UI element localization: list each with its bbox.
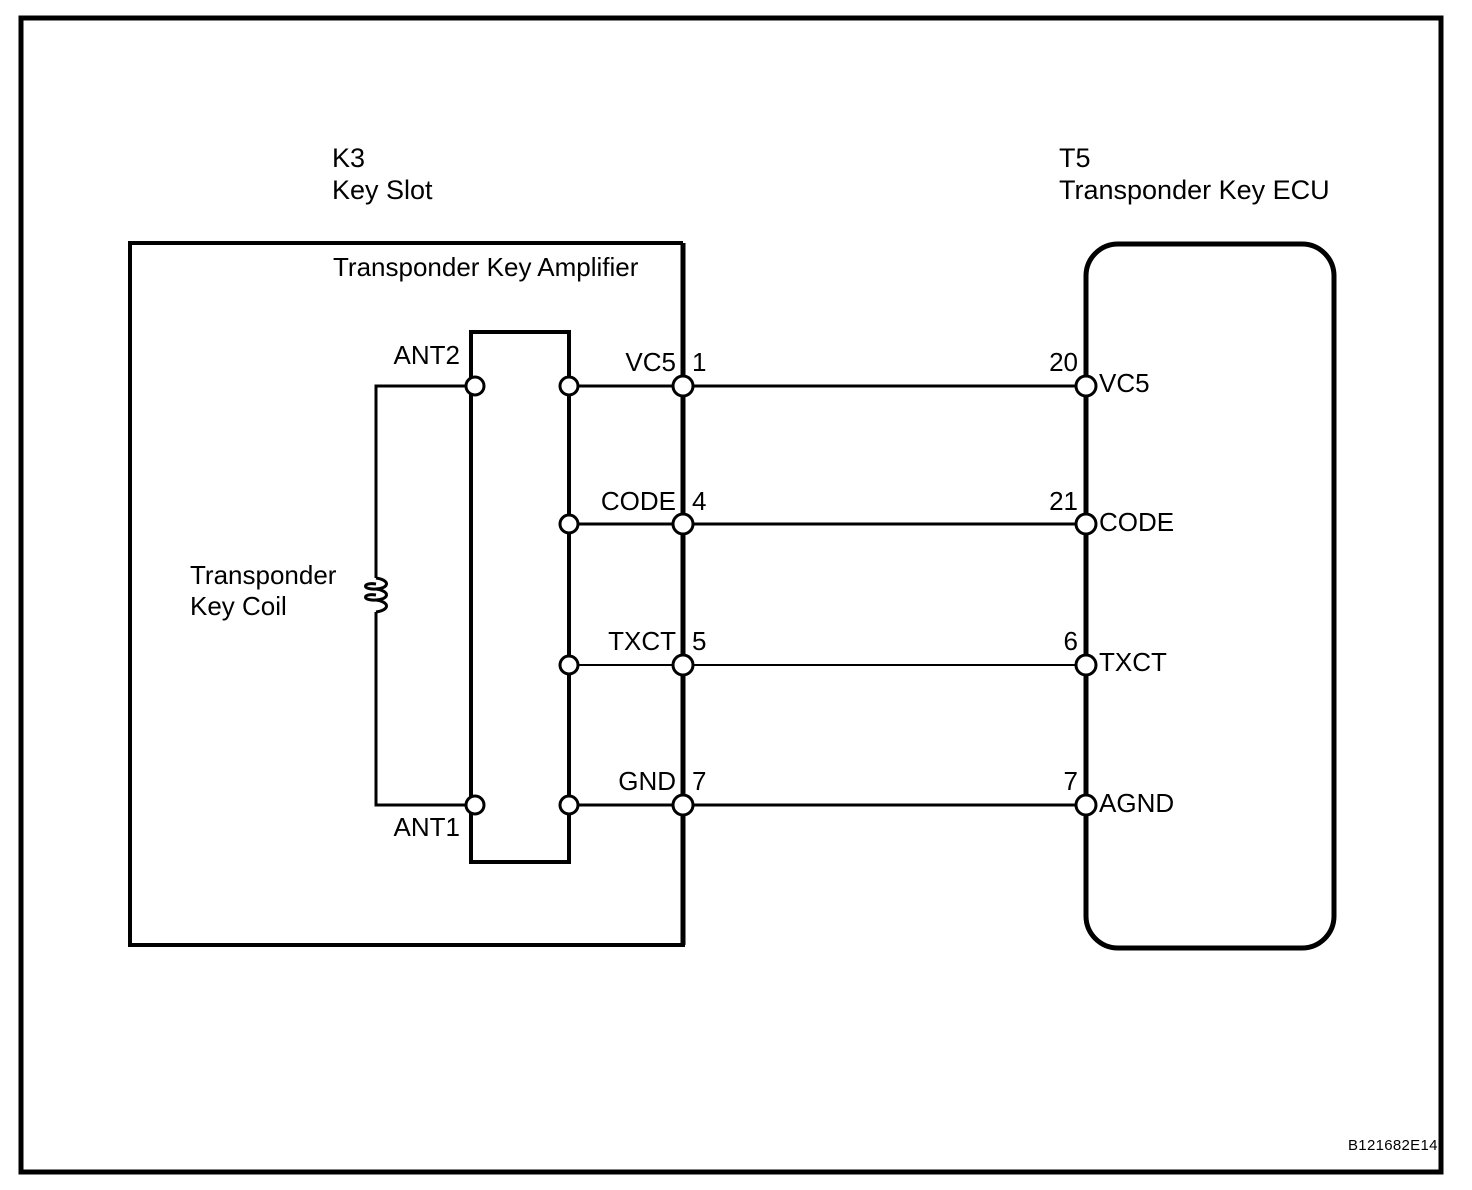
coil-label-line2: Key Coil xyxy=(190,591,287,621)
terminal-t5-pin-6 xyxy=(1074,653,1098,677)
t5-pin-label-agnd: AGND xyxy=(1099,788,1175,818)
t5-pin-label-code: CODE xyxy=(1099,507,1175,537)
key-slot-id: K3 xyxy=(332,143,366,173)
outer-border xyxy=(18,15,1444,1175)
k3-pin-number-5: 5 xyxy=(692,626,707,656)
terminal-k3-pin-5 xyxy=(671,653,695,677)
t5-pin-label-txct: TXCT xyxy=(1099,647,1167,677)
terminal-t5-pin-21 xyxy=(1074,512,1098,536)
terminal-amp-gnd xyxy=(558,794,580,816)
terminal-label-ant2: ANT2 xyxy=(393,340,460,370)
t5-pin-number-20: 20 xyxy=(1049,347,1078,377)
k3-pin-label-vc5: VC5 xyxy=(625,347,676,377)
amplifier-title: Transponder Key Amplifier xyxy=(333,252,639,282)
t5-pin-label-vc5: VC5 xyxy=(1099,368,1150,398)
terminal-amp-code xyxy=(558,513,580,535)
k3-pin-label-gnd: GND xyxy=(618,766,676,796)
terminal-amp-txct xyxy=(558,654,580,676)
t5-pin-number-7: 7 xyxy=(1063,766,1078,796)
terminal-label-ant1: ANT1 xyxy=(393,812,460,842)
transponder-key-ecu-box xyxy=(1083,241,1337,951)
antenna-loop-wire-lower xyxy=(374,612,475,807)
antenna-loop-wire xyxy=(374,384,475,578)
amplifier-box xyxy=(469,330,571,864)
transponder-key-coil-icon xyxy=(364,576,388,614)
k3-pin-number-4: 4 xyxy=(692,486,707,516)
t5-pin-number-21: 21 xyxy=(1049,486,1078,516)
k3-pin-number-1: 1 xyxy=(692,347,707,377)
terminal-ant1 xyxy=(464,794,486,816)
figure-code: B121682E14 xyxy=(1348,1137,1438,1154)
terminal-k3-pin-1 xyxy=(671,374,695,398)
terminal-k3-pin-4 xyxy=(671,512,695,536)
t5-pin-number-6: 6 xyxy=(1063,626,1078,656)
k3-pin-number-7: 7 xyxy=(692,766,707,796)
terminal-ant2 xyxy=(464,375,486,397)
ecu-name: Transponder Key ECU xyxy=(1059,175,1330,205)
k3-pin-label-txct: TXCT xyxy=(608,626,676,656)
terminal-t5-pin-20 xyxy=(1074,374,1098,398)
terminal-k3-pin-7 xyxy=(671,793,695,817)
ecu-id: T5 xyxy=(1059,143,1091,173)
k3-pin-label-code: CODE xyxy=(600,486,676,516)
key-slot-name: Key Slot xyxy=(332,175,433,205)
terminal-t5-pin-7 xyxy=(1074,793,1098,817)
coil-label-line1: Transponder xyxy=(190,560,337,590)
terminal-amp-vc5 xyxy=(558,375,580,397)
